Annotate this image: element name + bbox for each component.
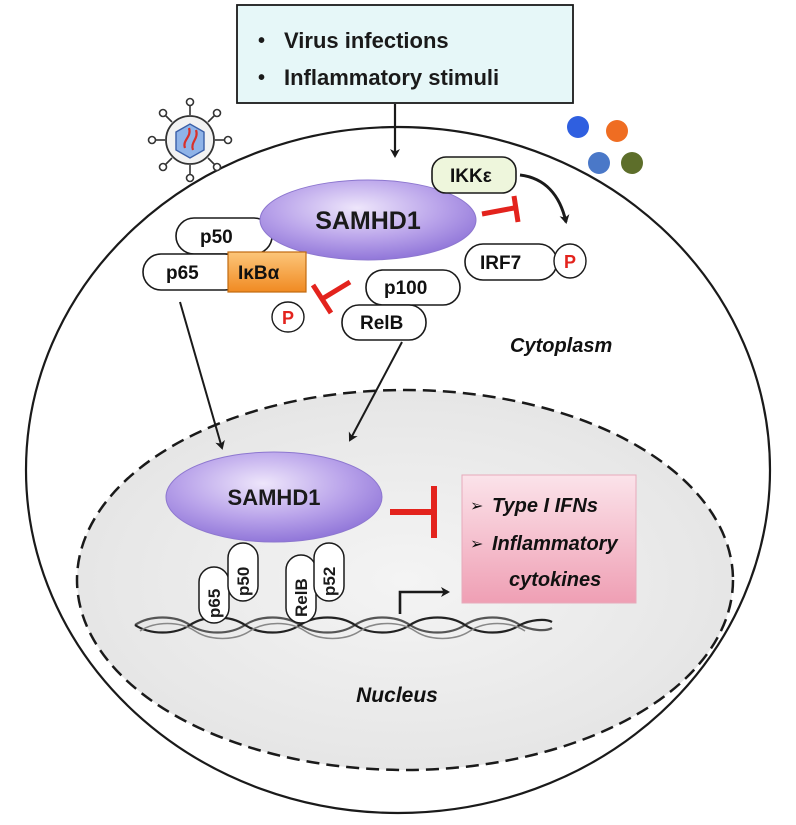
samhd1-nucleus-label: SAMHD1 (228, 485, 321, 510)
stimulus-box (236, 4, 574, 104)
nucleus-label: Nucleus (356, 684, 438, 707)
p65-cytoplasm-label: p65 (166, 263, 199, 284)
output-type-i-ifns: Type I IFNs (492, 495, 598, 517)
output-box (461, 474, 637, 604)
p100-label: p100 (384, 278, 427, 299)
cytoplasm-label: Cytoplasm (510, 335, 612, 357)
p50-dna-label: p50 (234, 567, 253, 596)
ikke-label: IKKε (450, 166, 492, 187)
p50-cytoplasm-label: p50 (200, 227, 233, 248)
p50-dna-pill (227, 542, 259, 602)
output-inflammatory: Inflammatory (492, 533, 618, 555)
samhd1-cytoplasm-label: SAMHD1 (315, 207, 421, 235)
output-bullet-2: ➢ (470, 536, 483, 553)
irf7-phospho-label: P (564, 252, 576, 272)
ikba-phospho-badge (271, 301, 305, 333)
ikba-phospho-label: P (282, 308, 294, 328)
stimulus-item-inflammatory: Inflammatory stimuli (284, 65, 499, 90)
stimulus-bullet-2: • (258, 67, 265, 89)
ikba-inhibition-symbol (310, 279, 352, 315)
p52-dna-label: p52 (320, 567, 339, 596)
transcription-start-arrow-icon (398, 587, 450, 614)
ikke-box (431, 156, 517, 194)
relb-cytoplasm-pill (341, 304, 427, 341)
p52-dna-pill (313, 542, 345, 602)
ikke-inhibition-symbol (481, 195, 521, 223)
relb-dna-label: RelB (292, 578, 311, 617)
nfkb-canonical-arrow (179, 301, 225, 450)
stimulus-bullet-1: • (258, 30, 265, 52)
stimulus-item-virus: Virus infections (284, 28, 449, 53)
samhd1-nucleus (165, 451, 383, 543)
nfkb-noncanonical-arrow (348, 341, 403, 442)
p65-dna-pill (198, 566, 230, 624)
irf7-phospho-badge (553, 243, 587, 279)
ikba-box (227, 251, 307, 293)
output-bullet-1: ➢ (470, 498, 483, 515)
output-cytokines: cytokines (509, 569, 601, 591)
ligand-dots-icon (567, 116, 643, 174)
relb-cytoplasm-label: RelB (360, 313, 403, 334)
irf7-label: IRF7 (480, 253, 521, 274)
samhd1-cytoplasm (259, 179, 477, 261)
transcription-inhibition-symbol (390, 486, 437, 538)
p65-dna-label: p65 (205, 589, 224, 618)
ikba-label: IκBα (238, 263, 280, 284)
ikke-activation-arrow (519, 173, 570, 224)
virus-particle-icon (147, 97, 233, 183)
